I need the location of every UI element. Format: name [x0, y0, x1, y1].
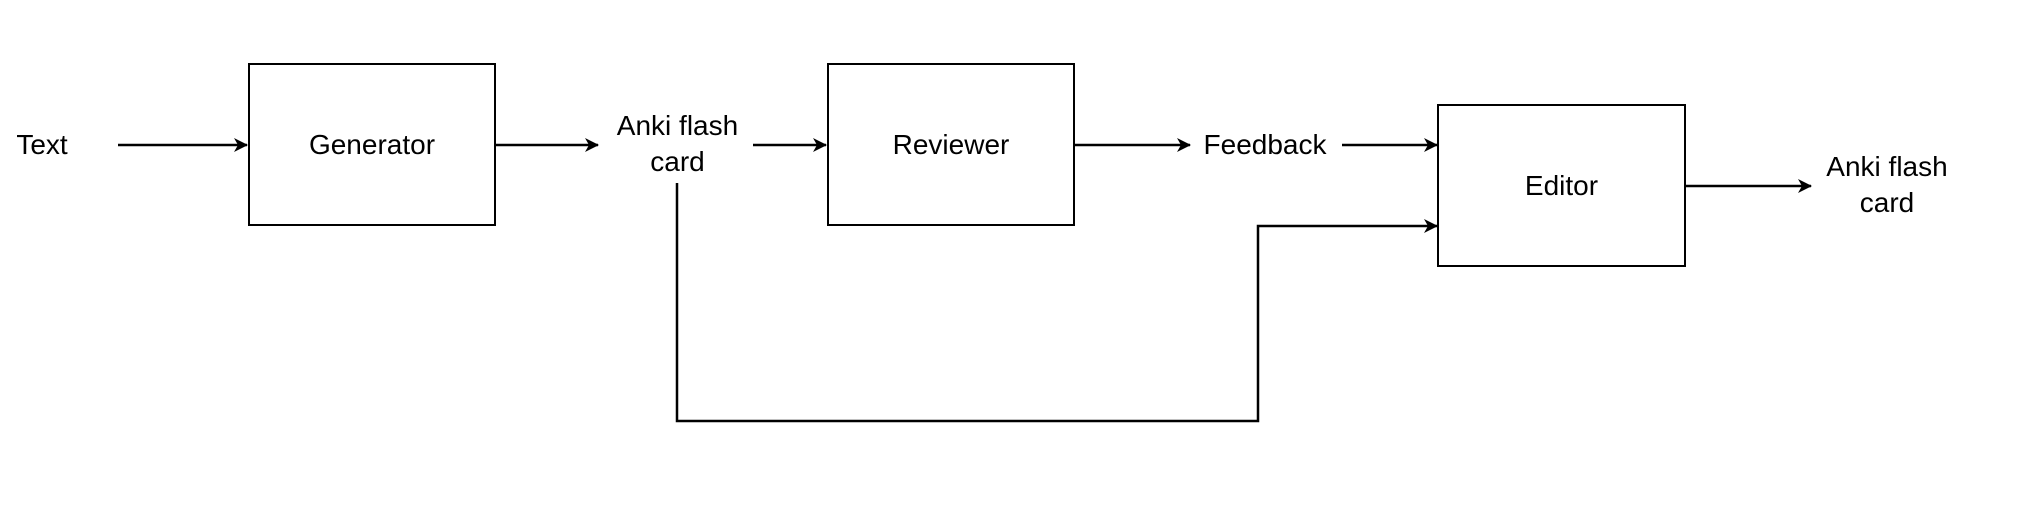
editor-label: Editor [1524, 169, 1599, 201]
reviewer-box: Reviewer [827, 63, 1075, 226]
generator-label: Generator [308, 128, 436, 160]
feedback-label: Feedback [1203, 129, 1327, 160]
generator-box: Generator [248, 63, 496, 226]
output-flashcard-label: Anki flash card [1826, 151, 1948, 218]
input-text-label: Text [16, 129, 68, 160]
editor-box: Editor [1437, 104, 1686, 267]
arrow-flashcard-bypass-to-editor [675, 183, 1438, 423]
flashcard-label: Anki flash card [616, 110, 739, 177]
reviewer-label: Reviewer [892, 128, 1010, 160]
